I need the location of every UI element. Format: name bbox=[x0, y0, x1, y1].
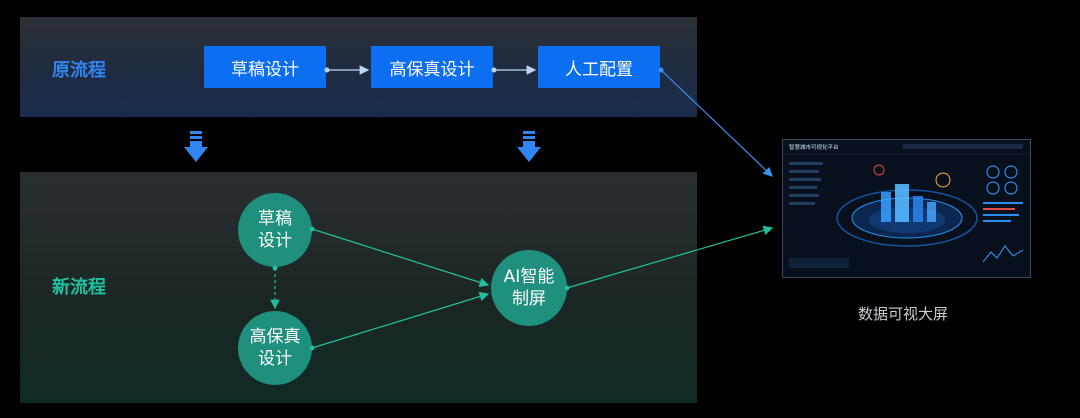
dashboard-preview-image: 智慧城市可视化平台 bbox=[783, 140, 1030, 277]
node-draft-design: 草稿 设计 bbox=[238, 193, 312, 267]
down-arrow-icon bbox=[184, 131, 208, 162]
step-hifi-design: 高保真设计 bbox=[371, 46, 493, 88]
node-hifi-design: 高保真 设计 bbox=[238, 311, 312, 385]
old-flow-label: 原流程 bbox=[52, 60, 106, 81]
new-flow-label: 新流程 bbox=[52, 277, 106, 298]
new-flow-panel bbox=[20, 172, 697, 403]
down-arrow-icon bbox=[517, 131, 541, 162]
dashboard-screen-thumbnail: 智慧城市可视化平台 bbox=[782, 139, 1031, 278]
svg-text:智慧城市可视化平台: 智慧城市可视化平台 bbox=[789, 143, 839, 151]
dashboard-caption: 数据可视大屏 bbox=[858, 305, 949, 323]
step-manual-config: 人工配置 bbox=[538, 46, 660, 88]
node-ai-screen: AI智能 制屏 bbox=[491, 250, 567, 326]
old-flow-connectors bbox=[324, 65, 773, 177]
step-draft-design: 草稿设计 bbox=[204, 46, 326, 88]
new-flow-connectors bbox=[270, 225, 774, 351]
screen-title-logo: 智慧城市可视化平台 bbox=[789, 143, 839, 151]
